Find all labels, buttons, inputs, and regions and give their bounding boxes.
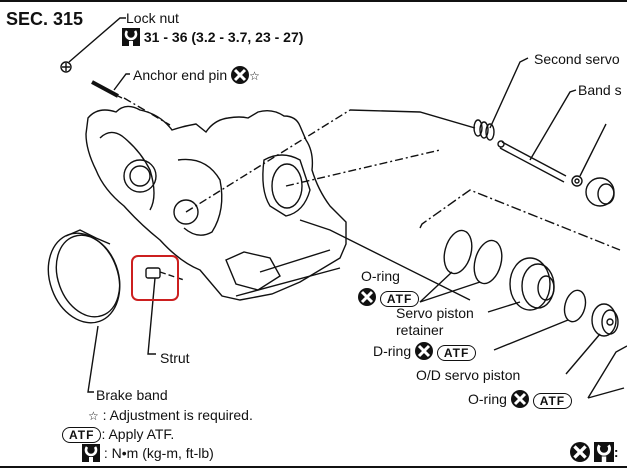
servo-retainer-cap [585,177,615,207]
do-not-reuse-icon [231,66,250,87]
do-not-reuse-icon [570,442,590,465]
atf-badge: ATF [532,392,573,409]
do-not-reuse-icon [510,390,529,411]
lock-nut-torque-spec: 31 - 36 (3.2 - 3.7, 23 - 27) [122,28,303,49]
label-strut: Strut [160,350,190,366]
label-servo-piston-retainer-1: Servo piston [396,305,474,321]
legend-torque: : N•m (kg-m, ft-lb) [82,444,214,465]
label-lock-nut: Lock nut [126,10,179,26]
brake-band-part [47,229,121,393]
top-border [0,0,627,2]
section-number: SEC. 315 [6,9,84,29]
o-ring-2-leader-2 [587,345,627,399]
atf-badge: ATF [379,290,420,307]
atf-badge: ATF [62,427,102,444]
second-servo-parts [473,57,615,207]
legend-apply-atf: ATF: Apply ATF. [62,426,174,444]
torque-wrench-icon [122,28,140,49]
adjustment-star-icon: ☆ [88,409,99,423]
label-brake-band: Brake band [96,387,168,403]
bottom-right-symbols: : [570,442,619,465]
torque-wrench-icon [82,444,100,465]
anchor-end-pin-label: Anchor end pin ☆ [133,66,260,87]
o-ring-1-symbols: ATF [358,288,420,309]
label-servo-piston-retainer-2: retainer [396,322,444,338]
strut-highlight-box [131,255,179,301]
band-servo-stem [497,140,567,183]
servo-washer [571,175,583,187]
do-not-reuse-icon [415,342,434,363]
label-od-servo-piston: O/D servo piston [416,367,521,383]
atf-badge: ATF [436,344,477,361]
d-ring-label: D-ring ATF [373,342,477,363]
legend-adjustment: ☆ : Adjustment is required. [88,407,253,423]
o-ring-2-label: O-ring ATF [468,390,573,411]
lock-nut-part [60,17,126,73]
label-o-ring-1: O-ring [361,268,400,284]
od-servo-piston-part [565,303,619,375]
servo-piston-retainer-part [487,257,555,313]
label-band-servo: Band s [578,82,622,98]
d-ring-part [493,289,587,351]
adjustment-star-icon: ☆ [249,69,260,84]
strut-part [145,267,185,355]
transmission-case-part [85,105,476,301]
label-second-servo: Second servo [534,51,620,67]
o-ring-2-leader [587,387,625,399]
do-not-reuse-icon [358,288,376,309]
bottom-border [0,466,627,468]
o-rings-part [419,189,621,303]
torque-wrench-icon [593,442,614,465]
servo-spring [473,119,495,141]
